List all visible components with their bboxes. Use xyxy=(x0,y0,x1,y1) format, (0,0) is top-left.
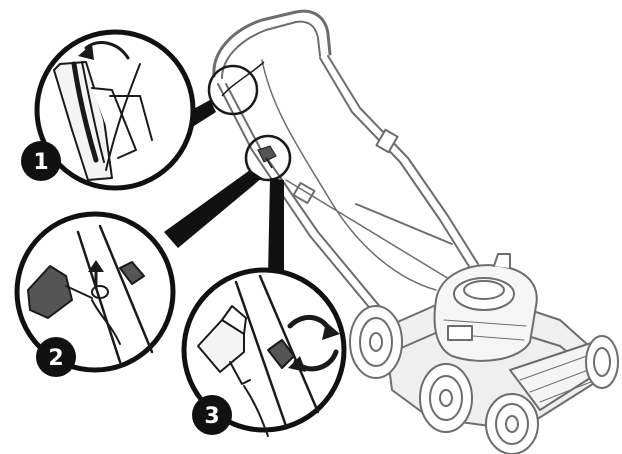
step-number-2: 2 xyxy=(48,346,63,371)
mower-front-right-wheel xyxy=(485,393,539,454)
mower-cable xyxy=(261,59,437,291)
connector-2 xyxy=(164,170,262,248)
mower-rear-left-wheel xyxy=(349,305,403,379)
step-badge-1: 1 xyxy=(21,141,61,181)
up-arrow-icon xyxy=(88,260,104,272)
step-badge-2: 2 xyxy=(36,337,76,377)
connector-3 xyxy=(268,178,284,276)
callout-3-detail xyxy=(181,267,347,437)
step-number-3: 3 xyxy=(204,404,219,429)
lawn-mower-illustration xyxy=(212,9,619,454)
locator-circle-2 xyxy=(244,134,292,182)
callout-1-detail xyxy=(34,29,196,191)
mower-rear-right-wheel xyxy=(585,335,619,389)
callout-2-detail xyxy=(14,211,176,373)
step-badge-3: 3 xyxy=(192,395,232,435)
step-number-1: 1 xyxy=(33,150,48,175)
mower-handle-bar xyxy=(212,9,332,78)
arrow-head-icon xyxy=(78,44,94,60)
locator-circle-1 xyxy=(207,64,259,116)
mower-handle-right-tube xyxy=(319,57,471,269)
locator-circles xyxy=(207,61,292,182)
mower-front-left-wheel xyxy=(419,363,473,433)
curved-arrow-icon xyxy=(84,41,130,60)
